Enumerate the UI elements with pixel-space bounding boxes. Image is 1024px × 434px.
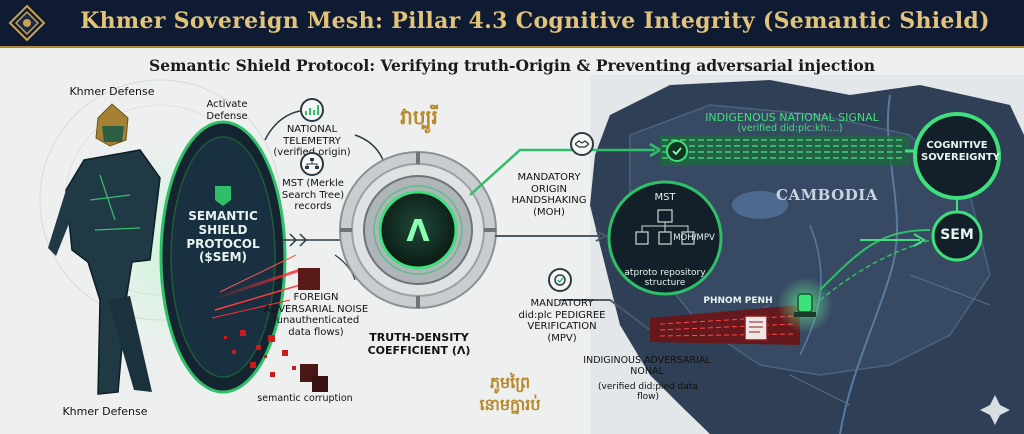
mst-repository-node — [607, 180, 723, 296]
lambda-symbol: Λ — [406, 214, 430, 249]
mpv-label: MANDATORY did:plc PEDIGREE VERIFICATION … — [518, 298, 606, 344]
truth-density-core — [339, 151, 497, 309]
beacon-icon — [777, 277, 833, 333]
khmer-caption-2: នោមក្នារប់ — [479, 395, 541, 414]
repo-tag: MOH/MPV — [673, 233, 715, 243]
indigenous-signal-band — [660, 136, 925, 166]
nonal-label: INDIGINOUS ADVERSARIAL NONAL — [583, 355, 711, 377]
check-icon — [666, 140, 688, 162]
mst-records-label: MST (Merkle Search Tree) records — [281, 178, 345, 212]
country-label: CAMBODIA — [776, 186, 878, 204]
signal-subtitle: (verified did:plc:kh:...) — [737, 123, 843, 134]
title-banner: Khmer Sovereign Mesh: Pillar 4.3 Cogniti… — [0, 0, 1024, 48]
figure-label-bottom: Khmer Defense — [62, 405, 148, 418]
nonal-sublabel: (verified did:pied data flow) — [598, 382, 698, 403]
foreign-noise-label: FOREIGN ADVERSARIAL NOISE (unauthenticat… — [263, 292, 369, 338]
semantic-shield-disc — [159, 120, 287, 394]
adversarial-nonal-band — [650, 305, 800, 345]
shield-line-1: SEMANTIC — [188, 209, 258, 223]
shield-label: SEMANTIC SHIELD PROTOCOL ($SEM) — [186, 209, 260, 265]
page-title: Khmer Sovereign Mesh: Pillar 4.3 Cogniti… — [80, 8, 990, 34]
capital-label: PHNOM PENH — [703, 296, 773, 306]
gear-check-icon — [548, 268, 572, 292]
truth-density-caption: TRUTH-DENSITY COEFFICIENT (Λ) — [367, 331, 471, 357]
shield-line-4: ($SEM) — [198, 250, 248, 265]
hierarchy-icon — [300, 152, 324, 176]
sem-label: SEM — [940, 227, 974, 243]
activate-defense-label: Activate Defense — [206, 99, 248, 122]
repo-title: MST — [654, 192, 676, 203]
khmer-title-top: វាប្បូរី — [400, 105, 438, 129]
cognitive-sovereignty-label: COGNITIVE SOVEREIGNTY — [921, 140, 1000, 163]
cognitive-sovereignty-node — [913, 112, 1001, 200]
shield-line-2: SHIELD — [198, 222, 248, 237]
sparkle-icon — [980, 395, 1010, 425]
page-subtitle: Semantic Shield Protocol: Verifying trut… — [149, 56, 875, 75]
semantic-corruption-label: semantic corruption — [257, 393, 353, 404]
chart-icon — [300, 98, 324, 122]
handshake-icon — [570, 132, 594, 156]
moh-label: MANDATORY ORIGIN HANDSHAKING (MOH) — [511, 172, 587, 218]
shield-line-3: PROTOCOL — [186, 236, 260, 251]
sem-node — [931, 210, 983, 262]
figure-label-top: Khmer Defense — [69, 85, 155, 98]
signal-title: INDIGENOUS NATIONAL SIGNAL — [705, 111, 879, 124]
khmer-caption-1: ភូមព្រៃ — [489, 373, 531, 392]
adversarial-attack-beams — [209, 254, 328, 392]
crest-icon — [8, 4, 46, 42]
repo-caption: atproto repository structure — [624, 268, 706, 289]
